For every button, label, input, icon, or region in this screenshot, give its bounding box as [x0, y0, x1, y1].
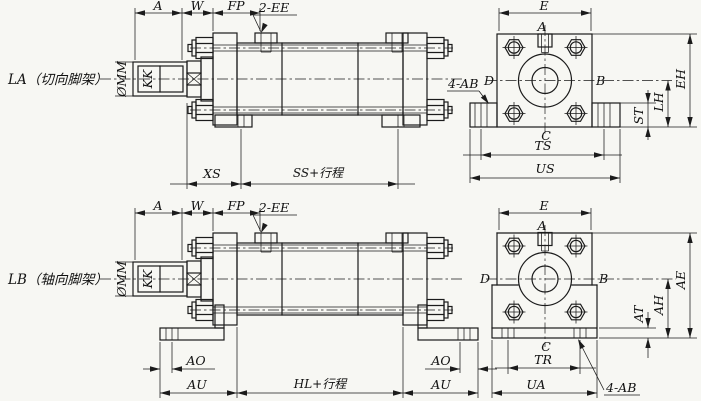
lb-end-dim-ah: AH [651, 294, 666, 316]
lb-dim-ao-right: AO [430, 353, 450, 368]
lb-dim-a: A [152, 198, 162, 213]
la-dim-w: W [191, 0, 205, 13]
lb-end-bolt-label: 4-AB [605, 380, 636, 395]
lb-dim-hl-stroke: HL+行程 [293, 377, 348, 391]
la-end-dim-st: ST [631, 106, 646, 125]
la-dim-ss-stroke: SS+行程 [293, 166, 345, 180]
lb-rod-diameter: ØMM [114, 260, 129, 298]
lb-rod-thread: KK [140, 269, 155, 289]
la-title: LA（切向脚架） [7, 72, 108, 88]
la-end-dim-lh: LH [651, 91, 666, 112]
la-end-point-d: D [483, 73, 494, 88]
la-side-view: A W FP 2-EE ØMM KK XS SS+行程 [100, 0, 462, 189]
lb-port-label: 2-EE [258, 200, 289, 215]
lb-end-dim-at: AT [631, 304, 646, 323]
la-end-dim-ts: TS [535, 138, 552, 153]
la-end-point-b: B [595, 73, 605, 88]
lb-title: LB（轴向脚架） [7, 272, 108, 288]
lb-dim-au-right: AU [430, 377, 451, 392]
lb-dim-ao-left: AO [185, 353, 205, 368]
lb-end-dim-ae: AE [673, 271, 688, 290]
lb-end-dim-tr: TR [534, 352, 552, 367]
lb-end-view: E A D B C 4-AB TR UA AT AH [479, 198, 697, 398]
la-port-label: 2-EE [258, 0, 289, 15]
lb-end-dim-e: E [538, 198, 548, 213]
lb-dim-au-left: AU [186, 377, 207, 392]
la-end-dim-eh: EH [673, 68, 688, 90]
la-end-point-c: C [541, 128, 551, 143]
la-dim-xs: XS [202, 166, 220, 181]
la-end-bolt-label: 4-AB [447, 76, 478, 91]
lb-end-dim-ua: UA [526, 377, 545, 392]
la-dim-a: A [152, 0, 162, 13]
la-dim-fp: FP [226, 0, 245, 13]
lb-dim-fp: FP [226, 198, 245, 213]
la-end-dim-e: E [538, 0, 548, 13]
la-rod-diameter: ØMM [114, 60, 129, 98]
lb-end-point-b: B [598, 271, 608, 286]
lb-side-view: A W FP 2-EE ØMM KK AO AU HL+行程 AO [100, 198, 497, 398]
la-end-view: E A D B C 4-AB TS US ST LH [447, 0, 697, 183]
lb-end-point-c: C [541, 339, 551, 354]
lb-end-point-a: A [536, 218, 546, 233]
la-rod-thread: KK [140, 69, 155, 89]
lb-end-point-d: D [479, 271, 490, 286]
la-end-point-a: A [536, 19, 546, 34]
lb-dim-w: W [191, 198, 205, 213]
la-end-dim-us: US [535, 161, 554, 176]
